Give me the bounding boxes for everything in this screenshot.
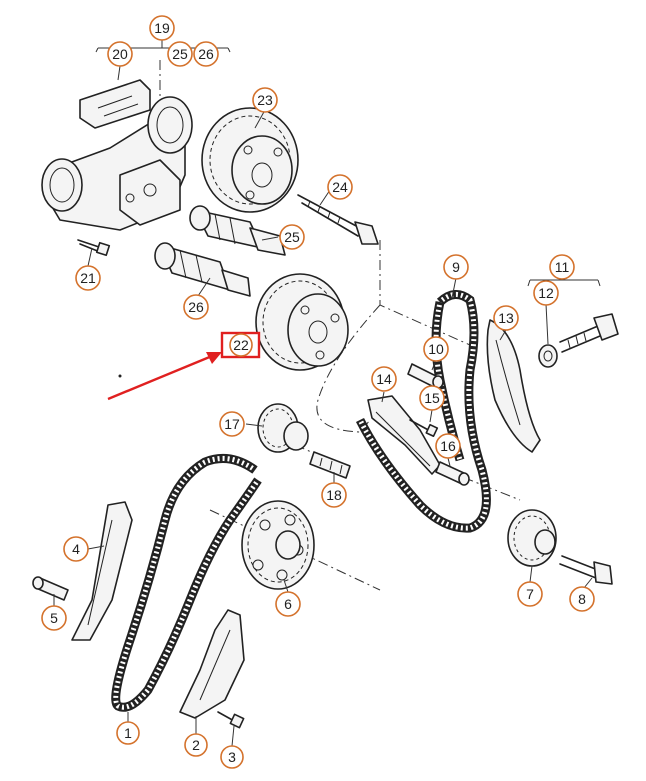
callout-2: 2 bbox=[184, 733, 208, 757]
bolt-8 bbox=[559, 555, 613, 585]
bolt-11 bbox=[559, 313, 619, 353]
callout-25-top: 25 bbox=[167, 41, 193, 67]
camshaft-sprocket-23 bbox=[201, 107, 299, 213]
red-pointer-arrow bbox=[107, 352, 222, 401]
washer-12 bbox=[538, 344, 558, 368]
callout-25: 25 bbox=[279, 224, 305, 250]
callout-15: 15 bbox=[419, 385, 445, 411]
svg-text:12: 12 bbox=[538, 285, 554, 301]
svg-text:24: 24 bbox=[332, 179, 348, 195]
svg-text:2: 2 bbox=[192, 737, 200, 753]
guide-rail-14 bbox=[367, 395, 441, 475]
solenoid-valve-25 bbox=[189, 205, 286, 256]
callout-17: 17 bbox=[219, 411, 245, 437]
callout-23: 23 bbox=[252, 87, 278, 113]
callout-26: 26 bbox=[183, 294, 209, 320]
callout-3: 3 bbox=[220, 745, 244, 769]
callout-9: 9 bbox=[443, 254, 469, 280]
callout-6: 6 bbox=[275, 591, 301, 617]
svg-text:20: 20 bbox=[112, 46, 128, 62]
callout-26-top: 26 bbox=[193, 41, 219, 67]
svg-text:22: 22 bbox=[233, 337, 249, 353]
svg-text:17: 17 bbox=[224, 416, 240, 432]
callout-10: 10 bbox=[423, 336, 449, 362]
svg-text:3: 3 bbox=[228, 749, 236, 765]
callout-12: 12 bbox=[533, 280, 559, 306]
svg-text:7: 7 bbox=[526, 586, 534, 602]
callout-16: 16 bbox=[435, 433, 461, 459]
callout-11: 11 bbox=[549, 254, 575, 280]
pin-16 bbox=[435, 461, 470, 486]
camshaft-bearing-bracket bbox=[41, 79, 193, 231]
callout-21: 21 bbox=[75, 265, 101, 291]
pin-5 bbox=[32, 576, 69, 601]
sprocket-7 bbox=[507, 509, 557, 567]
svg-text:21: 21 bbox=[80, 270, 96, 286]
svg-text:26: 26 bbox=[188, 299, 204, 315]
bolt-15 bbox=[409, 419, 439, 438]
lower-timing-chain-1 bbox=[111, 453, 262, 712]
svg-text:26: 26 bbox=[198, 46, 214, 62]
sprocket-17 bbox=[257, 403, 309, 453]
callout-13: 13 bbox=[493, 305, 519, 331]
highlighted-callout-22: 22 bbox=[220, 331, 261, 359]
callout-24: 24 bbox=[327, 174, 353, 200]
callout-14: 14 bbox=[371, 366, 397, 392]
svg-text:18: 18 bbox=[326, 487, 342, 503]
callout-19: 19 bbox=[149, 15, 175, 41]
bolt-3 bbox=[217, 711, 245, 729]
svg-text:16: 16 bbox=[440, 438, 456, 454]
guide-rail-4 bbox=[71, 501, 133, 641]
svg-text:25: 25 bbox=[284, 229, 300, 245]
callout-7: 7 bbox=[517, 581, 543, 607]
bolt-24 bbox=[297, 194, 379, 245]
tensioner-rail-13 bbox=[486, 319, 541, 453]
bolt-21 bbox=[77, 239, 111, 257]
svg-text:19: 19 bbox=[154, 20, 170, 36]
svg-text:1: 1 bbox=[124, 725, 132, 741]
svg-text:13: 13 bbox=[498, 310, 514, 326]
svg-text:11: 11 bbox=[555, 259, 570, 275]
svg-text:23: 23 bbox=[257, 92, 273, 108]
svg-text:25: 25 bbox=[172, 46, 188, 62]
svg-text:6: 6 bbox=[284, 596, 292, 612]
svg-text:10: 10 bbox=[428, 341, 444, 357]
shaft-18 bbox=[309, 451, 351, 479]
camshaft-sprocket-22 bbox=[255, 273, 349, 371]
callout-5: 5 bbox=[41, 605, 67, 631]
callout-8: 8 bbox=[569, 586, 595, 612]
callout-1: 1 bbox=[116, 721, 140, 745]
stray-dot bbox=[118, 374, 122, 378]
svg-text:9: 9 bbox=[452, 259, 460, 275]
svg-text:5: 5 bbox=[50, 610, 58, 626]
svg-text:8: 8 bbox=[578, 591, 586, 607]
sprocket-6 bbox=[241, 500, 315, 590]
svg-text:14: 14 bbox=[376, 371, 392, 387]
tensioner-rail-2 bbox=[179, 609, 245, 719]
callout-20: 20 bbox=[107, 41, 133, 67]
solenoid-valve-26 bbox=[154, 242, 251, 297]
svg-text:4: 4 bbox=[72, 541, 80, 557]
callouts: 1 2 3 4 5 6 7 8 9 10 11 12 13 14 15 16 1… bbox=[41, 15, 595, 769]
callout-4: 4 bbox=[63, 536, 89, 562]
svg-text:15: 15 bbox=[424, 390, 440, 406]
callout-18: 18 bbox=[321, 482, 347, 508]
